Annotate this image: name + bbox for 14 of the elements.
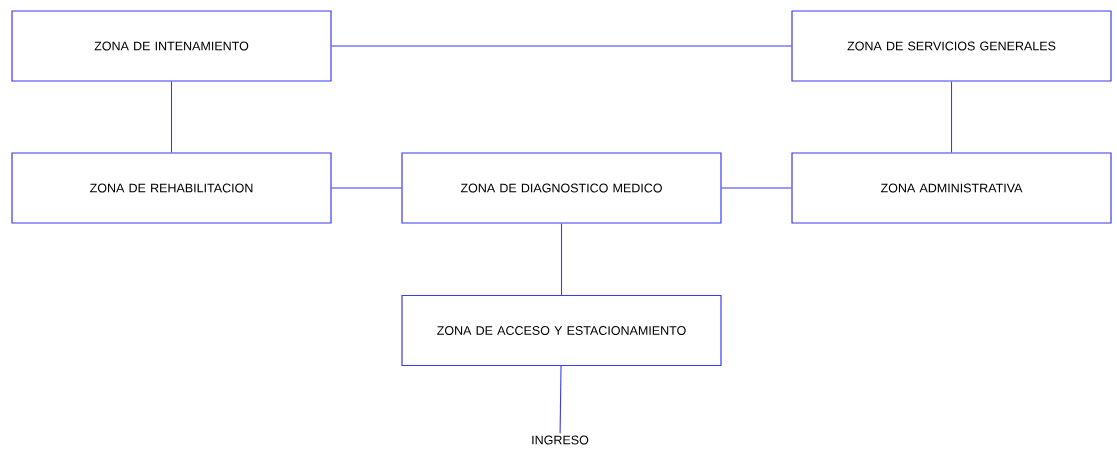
connector-line (560, 223, 563, 296)
connector-line (170, 81, 173, 153)
connector-line (950, 81, 953, 153)
connector-line (559, 365, 562, 434)
entrance-label: INGRESO (532, 435, 589, 445)
zone-box: ZONA DE REHABILITACION (11, 152, 332, 224)
connector-line (721, 187, 792, 189)
connector-line (331, 187, 402, 189)
zone-box: ZONA DE ACCESO Y ESTACIONAMIENTO (401, 294, 722, 367)
connector-line (331, 45, 792, 47)
zone-box: ZONA DE DIAGNOSTICO MEDICO (401, 152, 722, 224)
zone-box: ZONA ADMINISTRATIVA (791, 152, 1112, 224)
zone-box: ZONA DE INTENAMIENTO (11, 10, 332, 82)
zone-box: ZONA DE SERVICIOS GENERALES (791, 10, 1112, 82)
